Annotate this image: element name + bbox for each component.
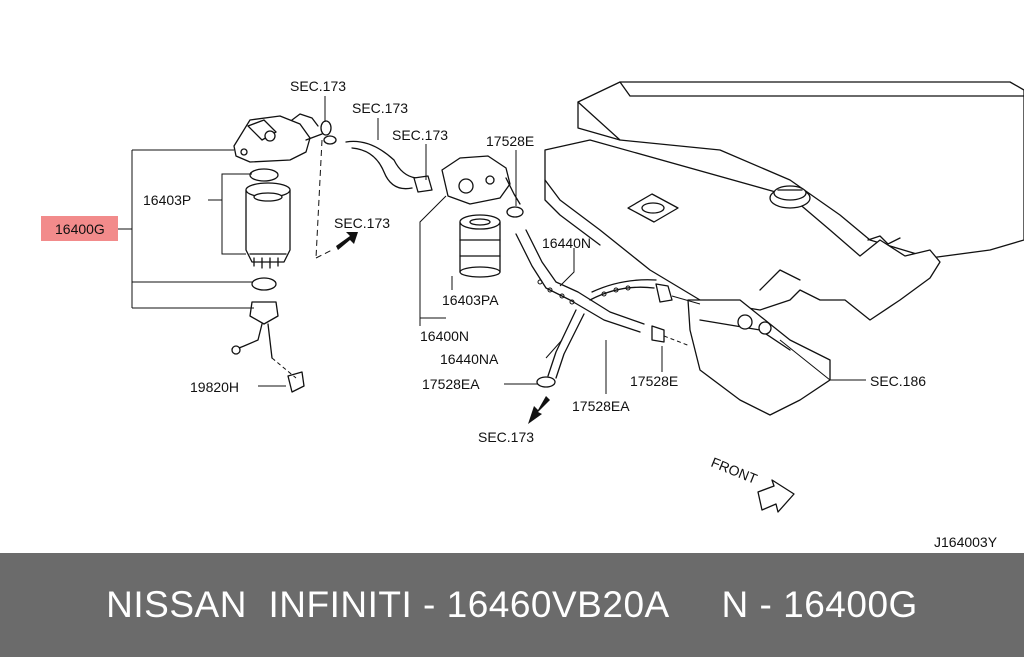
label-16440na: 16440NA (440, 351, 499, 367)
label-19820h: 19820H (190, 379, 239, 395)
label-sec186: SEC.186 (870, 373, 926, 389)
fuel-filter-assembly-left (231, 113, 323, 393)
label-16400g: 16400G (55, 221, 105, 237)
engine-block (544, 81, 1024, 416)
label-sec173-hose: SEC.173 (352, 100, 408, 116)
fuel-filter-assembly-center (441, 155, 524, 278)
parts-diagram: SEC.173 SEC.173 SEC.173 17528E 16403P 16… (41, 78, 1024, 550)
label-front: FRONT (709, 454, 760, 487)
diagram-drawing: SEC.173 SEC.173 SEC.173 17528E 16403P 16… (55, 78, 1024, 550)
part-number-caption: NISSAN INFINITI - 16460VB20A N - 16400G (106, 584, 918, 625)
label-17528ea-left: 17528EA (422, 376, 480, 392)
highlight-marker (41, 216, 118, 241)
label-17528e-top: 17528E (486, 133, 534, 149)
label-16400n: 16400N (420, 328, 469, 344)
label-16403p: 16403P (143, 192, 191, 208)
diagram-code: J164003Y (934, 534, 998, 550)
hose-and-clamps-top (315, 120, 433, 259)
label-sec173-arrow: SEC.173 (334, 215, 390, 231)
label-16440n: 16440N (542, 235, 591, 251)
label-17528ea-mid: 17528EA (572, 398, 630, 414)
label-17528e-right: 17528E (630, 373, 678, 389)
label-16403pa: 16403PA (442, 292, 499, 308)
footer-bar: NISSAN INFINITI - 16460VB20A N - 16400G (0, 553, 1024, 657)
label-sec173-right: SEC.173 (392, 127, 448, 143)
flow-arrow-mid (336, 232, 358, 250)
leader-lines (118, 96, 866, 394)
label-sec173-top: SEC.173 (290, 78, 346, 94)
front-direction-arrow (757, 479, 795, 513)
fuel-hoses (515, 229, 701, 424)
label-sec173-bottom: SEC.173 (478, 429, 534, 445)
